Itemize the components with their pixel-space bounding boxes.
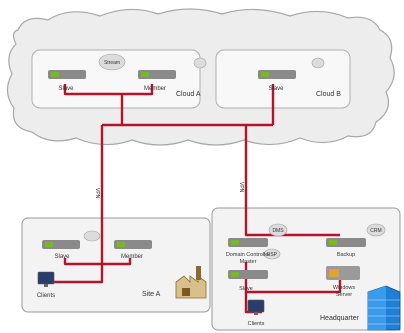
server-icon [228, 238, 268, 247]
speech-bubble-icon [83, 230, 101, 242]
label-cloud-b: Cloud B [316, 91, 341, 98]
label-cloud-a-bubble: Stream [104, 60, 120, 66]
label-domain-controller: Domain Controller [226, 252, 270, 258]
speech-bubble-icon [366, 223, 386, 237]
office-building-icon [367, 285, 401, 331]
label-slave-site-a: Slave [54, 254, 70, 260]
server-icon [228, 270, 268, 279]
factory-icon [175, 266, 207, 299]
speech-bubble-icon [311, 57, 325, 69]
server-icon [48, 70, 86, 79]
label-esp: ESP [267, 252, 278, 258]
speech-bubble-icon [193, 57, 207, 69]
label-slave-hq: Slave [239, 286, 253, 292]
label-windows-server-2: Server [336, 292, 352, 298]
label-dms: DMS [272, 228, 284, 234]
label-headquarter: Headquarter [320, 315, 360, 322]
monitor-icon [247, 299, 265, 315]
label-backup: Backup [337, 252, 355, 258]
label-member-site-a: Member [121, 254, 143, 260]
speech-bubble-icon [263, 248, 281, 260]
speech-bubble-icon [268, 223, 288, 237]
server-icon [326, 266, 360, 280]
server-icon [42, 240, 80, 249]
label-slave-cloud-a: Slave [58, 86, 74, 92]
speech-bubble-icon [98, 53, 126, 71]
label-cloud-a: Cloud A [176, 91, 201, 98]
server-icon [258, 70, 296, 79]
monitor-icon [37, 271, 55, 287]
label-domain-controller-master: Master [240, 259, 257, 265]
label-slave-cloud-b: Slave [268, 86, 284, 92]
label-windows-server: Windows [333, 285, 356, 291]
server-icon [326, 238, 366, 247]
label-vpn-left: VPN [94, 188, 100, 199]
cloud-shape [6, 8, 395, 146]
label-vpn-right: VPN [238, 182, 244, 193]
label-site-a: Site A [142, 291, 161, 298]
server-icon [138, 70, 176, 79]
label-clients-hq: Clients [248, 321, 265, 327]
label-crm: CRM [370, 228, 381, 234]
label-member-cloud-a: Member [144, 86, 166, 92]
label-clients-site-a: Clients [37, 293, 55, 299]
server-icon [114, 240, 152, 249]
